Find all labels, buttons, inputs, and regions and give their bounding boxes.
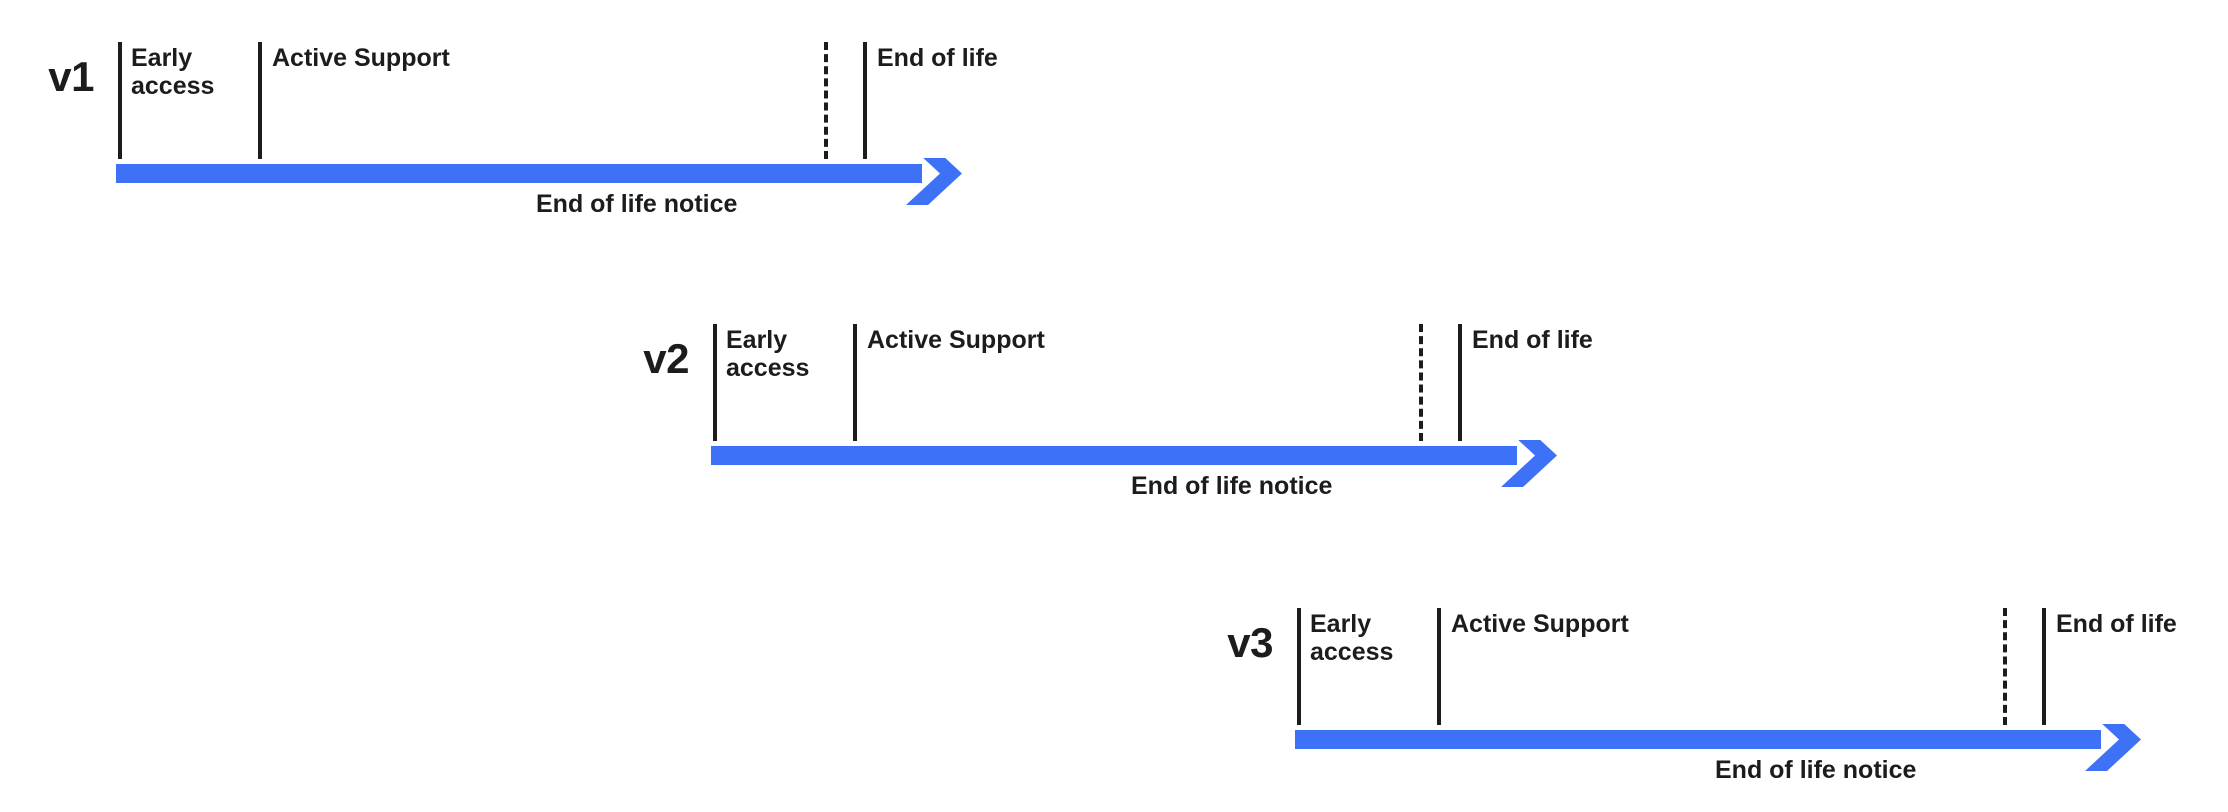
arrow-right-icon: [1295, 724, 2141, 771]
segment-label-early-access-v1: Early access: [131, 44, 215, 100]
divider-early-access-start-v2: [713, 324, 717, 441]
divider-active-support-start-v1: [258, 42, 262, 159]
dashed-end-of-life-notice-marker-v1: [824, 42, 828, 159]
segment-label-end-of-life-v1: End of life: [877, 44, 998, 72]
caption-end-of-life-notice-v1: End of life notice: [536, 190, 738, 218]
timeline-row-v2: v2 Early access Active Support End of li…: [613, 296, 1603, 500]
divider-early-access-start-v3: [1297, 608, 1301, 725]
divider-end-of-life-start-v3: [2042, 608, 2046, 725]
divider-active-support-start-v3: [1437, 608, 1441, 725]
caption-end-of-life-notice-v3: End of life notice: [1715, 756, 1917, 784]
segment-label-active-support-v1: Active Support: [272, 44, 450, 72]
version-label-v1: v1: [48, 53, 94, 100]
segment-label-early-access-v3: Early access: [1310, 610, 1394, 666]
version-label-v2: v2: [643, 335, 689, 382]
divider-active-support-start-v2: [853, 324, 857, 441]
segment-label-end-of-life-v2: End of life: [1472, 326, 1593, 354]
timeline-row-v1: v1 Early access Active Support End of li…: [18, 14, 1008, 218]
segment-label-end-of-life-v3: End of life: [2056, 610, 2177, 638]
timeline-arrow-v2: [711, 440, 1591, 502]
segment-label-active-support-v3: Active Support: [1451, 610, 1629, 638]
dashed-end-of-life-notice-marker-v3: [2003, 608, 2007, 725]
divider-early-access-start-v1: [118, 42, 122, 159]
arrow-right-icon: [116, 158, 962, 205]
caption-end-of-life-notice-v2: End of life notice: [1131, 472, 1333, 500]
timeline-row-v3: v3 Early access Active Support End of li…: [1197, 580, 2187, 784]
dashed-end-of-life-notice-marker-v2: [1419, 324, 1423, 441]
segment-label-active-support-v2: Active Support: [867, 326, 1045, 354]
segment-label-early-access-v2: Early access: [726, 326, 810, 382]
divider-end-of-life-start-v1: [863, 42, 867, 159]
version-label-v3: v3: [1227, 619, 1273, 666]
timeline-arrow-v3: [1295, 724, 2175, 786]
timeline-arrow-v1: [116, 158, 996, 220]
arrow-right-icon: [711, 440, 1557, 487]
divider-end-of-life-start-v2: [1458, 324, 1462, 441]
